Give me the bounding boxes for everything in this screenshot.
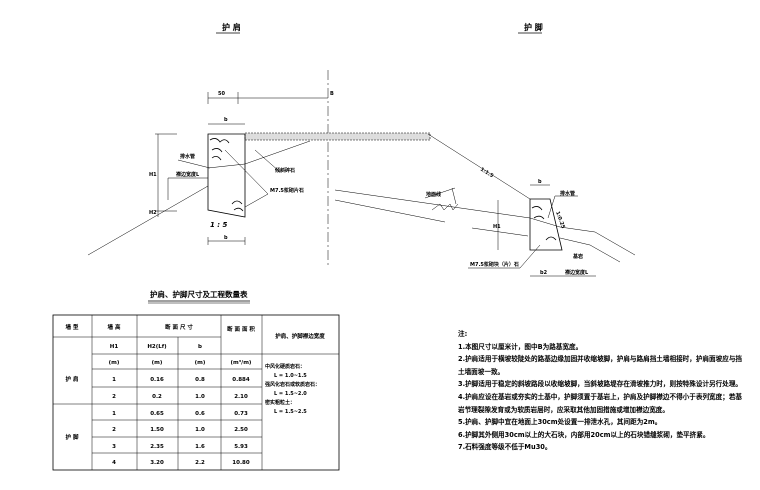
h1-label: H1 [149, 172, 157, 178]
note-item: 4.护肩应设在基岩或夯实的土基中，护脚须置于基岩上，护肩及护脚襟边不得小于表列宽… [458, 392, 743, 401]
header-ledge: 护肩、护脚襟边宽度 [275, 332, 325, 340]
table-cell-h2: 0.2 [152, 394, 162, 400]
dim-b2-label: b2 [540, 270, 548, 276]
ledge-label: 襟边宽度L [176, 171, 200, 178]
drain-label: 排水管 [560, 190, 575, 197]
ledge-line: L = 1.5~2.0 [274, 391, 307, 397]
table-cell-b: 0.8 [195, 377, 205, 383]
table-cell-b: 1.6 [195, 444, 205, 450]
dim-b-label: b [538, 179, 542, 185]
header-section: 断 面 尺 寸 [165, 323, 193, 331]
shoulder-drawing: 50 B b H1 H2 襟边宽度L 排水管 1 : 5 b 倾斜碎石 M7.5… [87, 91, 431, 256]
table-cell-h1: 2 [112, 427, 116, 433]
table-cell-b: 1.0 [195, 427, 205, 433]
table-cell-h1: 1 [112, 411, 116, 417]
unit-h1: (m) [109, 360, 120, 366]
note-item: 土墙面坡一致。 [458, 367, 505, 376]
notes: 注: 1.本图尺寸以厘米计，图中B为路基宽度。 2.护肩适用于横坡较陡处的路基边缘… [458, 328, 758, 454]
table-cell-area: 10.80 [232, 460, 250, 466]
bedrock-label: 基岩 [572, 253, 583, 260]
gravel-label: 倾斜碎石 [274, 167, 295, 174]
table-cell-h1: 4 [112, 460, 116, 466]
table-cell-area: 2.50 [234, 427, 248, 433]
ledge-line: 密实粗粒土： [265, 399, 295, 406]
dim-B-label: B [330, 91, 334, 97]
unit-h2: (m) [152, 360, 163, 366]
ground-line-label: 地面线 [426, 191, 441, 198]
toe-drawing: 1:1.5 地面线 b 排水管 1:0.25 H1 基岩 M7.5浆砌块（片）石… [334, 133, 636, 277]
dim-b-top-label: b [224, 117, 228, 123]
table-cell-h1: 1 [112, 377, 116, 383]
ledge-label: 襟边宽度L [565, 269, 589, 276]
group-toe: 护 脚 [66, 433, 79, 441]
ledge-line: 中风化硬质岩石： [265, 363, 305, 370]
table-cell-h2: 2.35 [150, 444, 164, 450]
table-cell-h1: 2 [112, 394, 116, 400]
note-item: 6.护脚其外侧用30cm以上的大石块，内部用20cm以上的石块错缝浆砌，垫平挤紧… [458, 430, 710, 439]
h2-label: H2 [149, 210, 157, 216]
title-shoulder: 护 肩 [222, 22, 241, 32]
table-cell-b: 0.6 [195, 411, 205, 417]
masonry-label: M7.5浆砌块（片）石 [470, 261, 519, 268]
table-cell-area: 5.93 [234, 444, 248, 450]
table-cell-area: 0.884 [232, 377, 250, 383]
sub-b: b [198, 344, 202, 350]
ledge-line: L = 1.0~1.5 [274, 373, 307, 379]
notes-heading: 注: [458, 330, 468, 338]
table-cell-h2: 0.16 [150, 377, 164, 383]
h1-label: H1 [493, 224, 501, 230]
note-item: 7.石料强度等级不低于Mu30。 [458, 443, 552, 452]
quantity-table: 护肩、护脚尺寸及工程数量表 墙 型 墙 高 断 面 尺 寸 断 面 面 积 护肩… [52, 289, 340, 471]
table-cell-h1: 3 [112, 444, 116, 450]
table-cell-h2: 0.65 [150, 411, 164, 417]
pavement-layer [244, 132, 431, 141]
table-cell-b: 2.2 [195, 460, 205, 466]
header-height: 墙 高 [108, 323, 121, 331]
note-item: 1.本图尺寸以厘米计，图中B为路基宽度。 [458, 342, 583, 351]
wall-slope-label: 1:0.25 [554, 211, 566, 230]
header-area: 断 面 面 积 [227, 325, 255, 333]
header-type: 墙 型 [66, 323, 79, 331]
fill-slope-label: 1:1.5 [479, 167, 495, 180]
table-cell-area: 2.10 [234, 394, 248, 400]
note-item: 岩节理裂隙发育或为软质岩层时，应采取其他加固措施或增加襟边宽度。 [458, 405, 669, 414]
sub-h2: H2(Lf) [147, 344, 167, 350]
note-item: 5.护肩、护脚中宜在地面上30cm处设置一排泄水孔，其间距为2m。 [458, 418, 662, 427]
dim-50-label: 50 [218, 91, 225, 97]
masonry-label: M7.5浆砌片石 [270, 187, 304, 194]
table-cell-area: 0.73 [234, 411, 248, 417]
table-cell-h2: 3.20 [150, 460, 164, 466]
ledge-line: 强风化岩石或软质岩石： [265, 381, 320, 388]
title-toe: 护 脚 [524, 22, 543, 32]
drain-label: 排水管 [180, 153, 195, 160]
sub-h1: H1 [110, 344, 119, 350]
slope-label: 1 : 5 [210, 221, 228, 229]
ledge-line: L = 1.5~2.5 [274, 409, 307, 415]
group-shoulder: 护 肩 [66, 375, 79, 383]
unit-b: (m) [195, 360, 206, 366]
note-item: 2.护肩适用于横坡较陡处的路基边缘加固并收缩坡脚，护肩与路肩挡土墙相接时，护肩面… [458, 355, 743, 364]
table-cell-h2: 1.50 [150, 427, 164, 433]
note-item: 3.护脚适用于稳定的斜坡路段以收缩坡脚，当斜坡路堤存在滑坡推力时，则按特殊设计另… [458, 380, 743, 389]
unit-area: (m³/m) [231, 359, 252, 366]
dim-b-bottom-label: b [224, 235, 228, 241]
table-title: 护肩、护脚尺寸及工程数量表 [150, 289, 248, 299]
table-cell-b: 1.0 [195, 394, 205, 400]
